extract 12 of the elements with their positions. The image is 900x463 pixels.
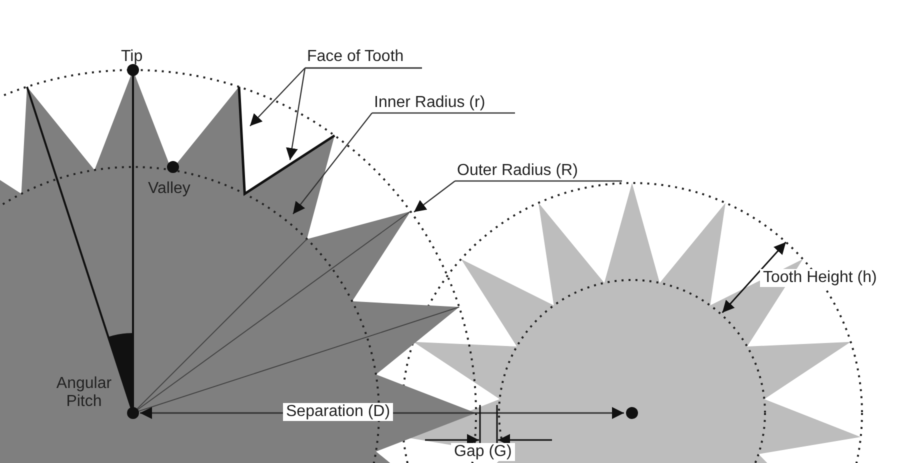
dimension-label: Separation (D) xyxy=(283,403,394,421)
leader-line xyxy=(414,180,456,212)
leader-text: Outer Radius (R) xyxy=(457,162,578,180)
leader-text: Face of Tooth xyxy=(307,48,404,66)
dimension-label: Gap (G) xyxy=(451,443,515,461)
part-label: Valley xyxy=(148,180,190,198)
leader-text: Inner Radius (r) xyxy=(374,94,486,112)
part-label: Angular Pitch xyxy=(55,375,113,411)
leader-line xyxy=(250,68,306,126)
part-label: Tip xyxy=(121,48,143,66)
leader-line xyxy=(292,112,372,214)
leader-line xyxy=(286,68,306,160)
